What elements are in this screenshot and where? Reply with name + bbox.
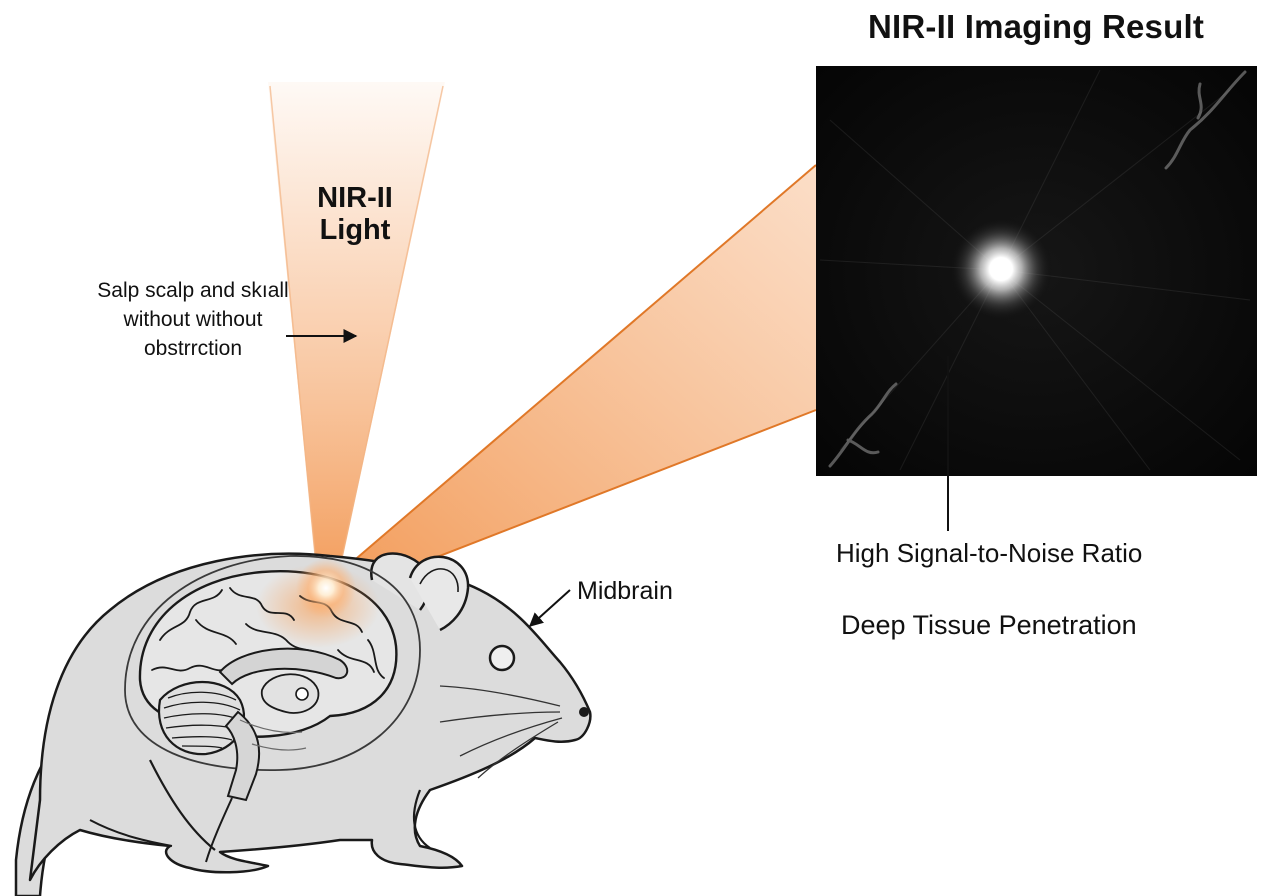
pineal xyxy=(295,687,309,701)
mouse-eye xyxy=(488,644,516,672)
emission-beam-edge-top xyxy=(328,164,817,583)
scalp-note-line2: without without xyxy=(123,308,263,331)
mouse-ear-inner xyxy=(419,568,459,593)
snr-annotation: High Signal-to-Noise Ratio xyxy=(836,538,1143,568)
mouse-hind-foot xyxy=(89,819,173,847)
midbrain-label: Midbrain xyxy=(577,577,673,605)
mouse-front-leg xyxy=(413,789,431,849)
nir-light-label: NIR-II Light xyxy=(292,182,418,246)
cerebellum xyxy=(157,681,246,756)
scalp-note-line1: Salp scalp and skıall xyxy=(97,279,289,302)
midbrain-arrow xyxy=(528,589,571,627)
signal-core xyxy=(991,259,1011,279)
thalamus xyxy=(260,673,320,714)
skull-outline xyxy=(124,555,421,771)
mouse-whiskers xyxy=(439,685,563,779)
imaging-result-title: NIR-II Imaging Result xyxy=(867,8,1205,45)
imaging-result-panel xyxy=(816,66,1257,476)
scalp-note-line3: obstrrction xyxy=(143,337,243,360)
corpus-callosum xyxy=(218,647,349,686)
beam-edge-right xyxy=(335,85,444,587)
nir-light-label-line1: NIR-II xyxy=(317,182,393,214)
penetration-annotation: Deep Tissue Penetration xyxy=(841,610,1137,640)
brainstem xyxy=(224,710,261,802)
scalp-skull-note: Salp scalp and skıall without without ob… xyxy=(58,276,328,363)
mouse-back-leg xyxy=(149,759,216,851)
emission-beam xyxy=(329,165,816,590)
nir-light-label-line2: Light xyxy=(319,214,391,246)
excitation-hotspot xyxy=(296,558,356,618)
brain-detail-lines xyxy=(239,719,307,751)
mouse-nose xyxy=(579,707,589,717)
imaging-vessels xyxy=(828,70,1247,468)
spinal-cord xyxy=(205,797,233,863)
